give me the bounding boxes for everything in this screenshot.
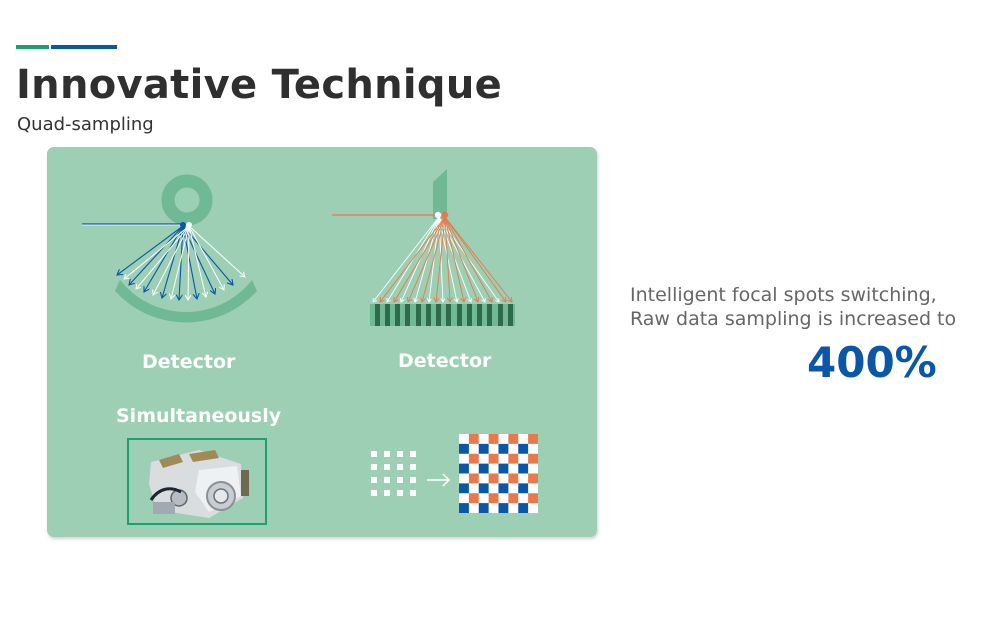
x-ray-tube-photo (127, 438, 267, 525)
accent-bar-blue (51, 45, 117, 49)
simultaneously-label: Simultaneously (116, 405, 282, 427)
flat-detector-fan-beam-icon (332, 169, 515, 326)
callout-text: Intelligent focal spots switching, Raw d… (630, 283, 956, 331)
callout-line-1: Intelligent focal spots switching, (630, 284, 937, 306)
page-title: Innovative Technique (16, 62, 503, 108)
right-detector-label: Detector (398, 350, 492, 372)
x-ray-tube-image (129, 440, 265, 523)
diagram-canvas (82, 169, 515, 496)
left-detector-label: Detector (142, 351, 236, 373)
right-arrow-icon (427, 473, 451, 487)
page-subtitle: Quad-sampling (17, 114, 154, 135)
illustration-panel: Detector Detector Simultaneously (47, 147, 597, 537)
arc-detector-fan-beam-icon (82, 174, 257, 323)
sampling-increase-value: 400% (807, 338, 937, 387)
low-sampling-grid-icon (371, 451, 416, 496)
accent-bar-green (16, 45, 49, 49)
callout-line-2: Raw data sampling is increased to (630, 308, 957, 330)
quad-sampling-grid-icon (459, 434, 538, 513)
